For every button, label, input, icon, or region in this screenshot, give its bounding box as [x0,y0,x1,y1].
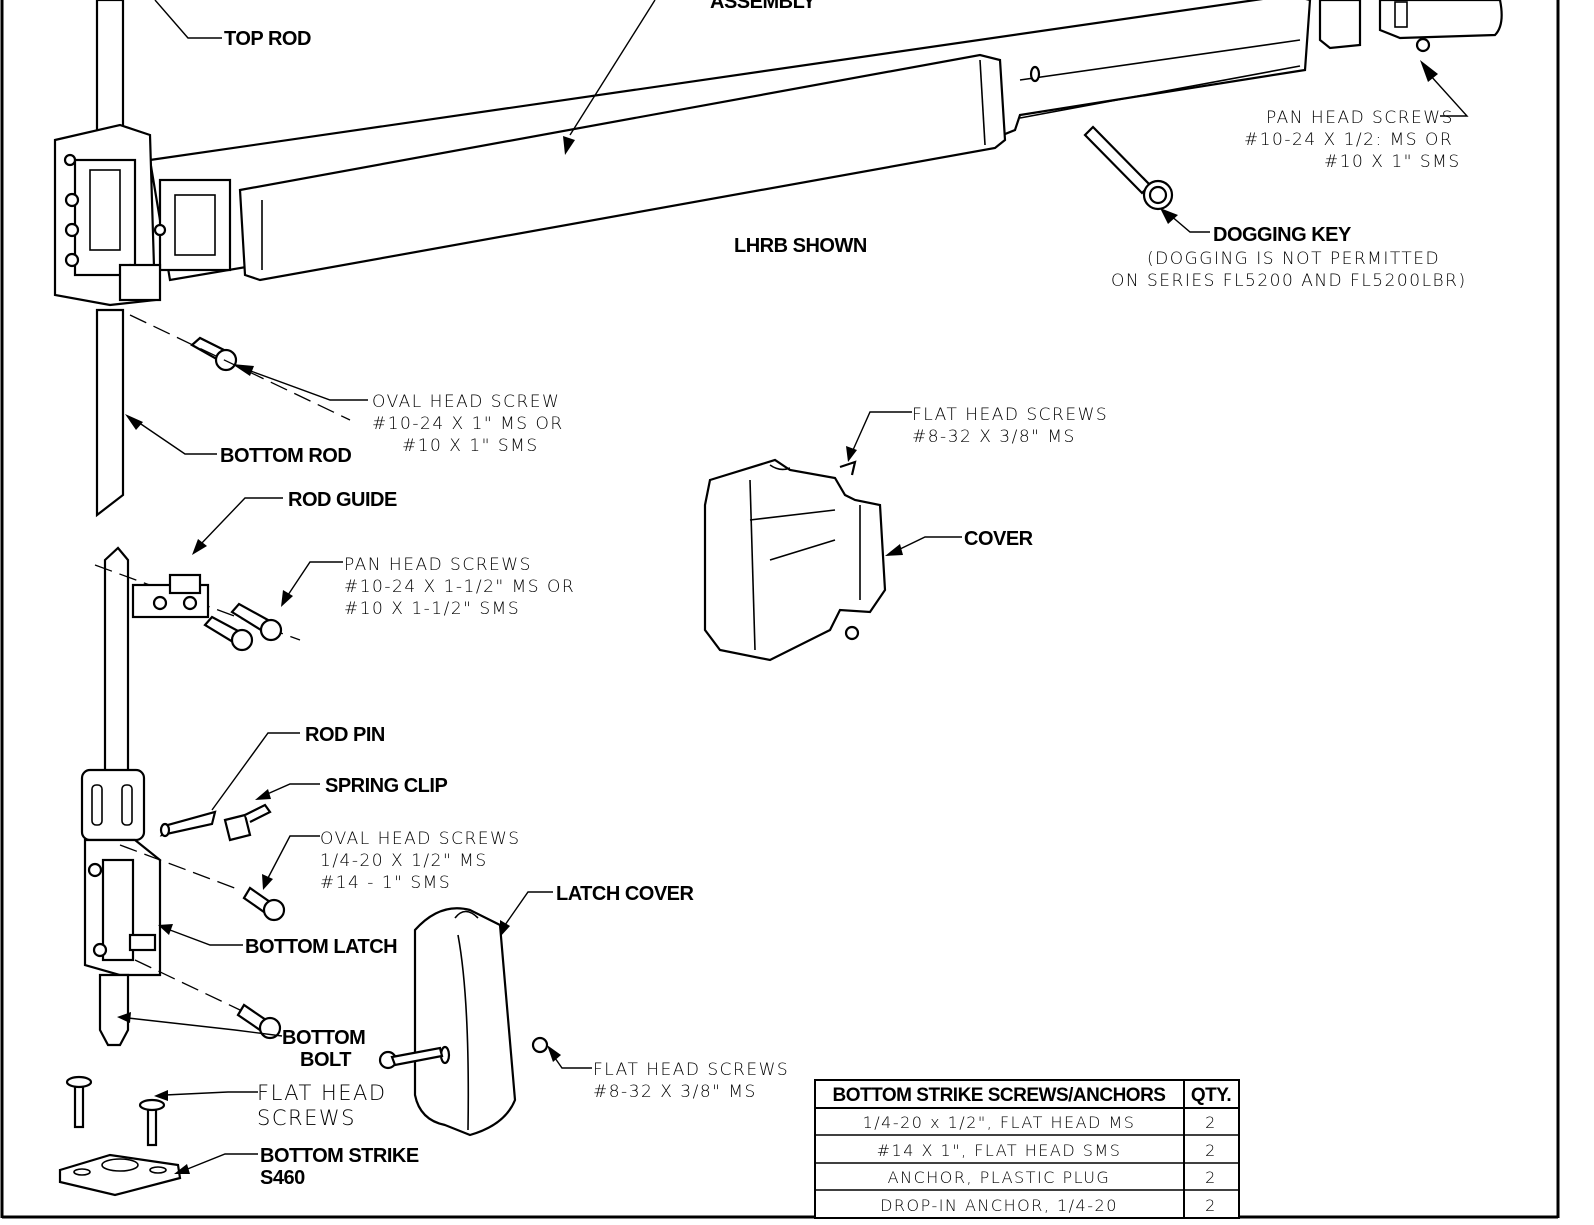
pan-head-guide-line-3: #10 X 1-1/2" SMS [344,599,520,619]
bottom-bolt-line-1: BOTTOM [282,1027,365,1049]
rod-pin-part [159,810,217,838]
oval-head-screw-line-2: #10-24 X 1" MS OR [372,414,564,434]
exit-device-bar [148,0,1503,282]
leader-lines [117,0,1469,1174]
top-latch-assembly [53,123,167,307]
label-latch-cover: LATCH COVER [556,883,695,905]
oval-head-screws-line-1: OVAL HEAD SCREWS [320,829,521,849]
label-bottom-rod: BOTTOM ROD [220,445,351,467]
bottom-strike-line-2: S460 [260,1167,305,1189]
label-oval-head-screws: OVAL HEAD SCREWS 1/4-20 X 1/2" MS #14 - … [320,829,521,893]
table-cell-qty: 2 [1205,1141,1217,1160]
label-cover: COVER [964,528,1034,550]
bottom-strike-line-1: BOTTOM STRIKE [260,1145,419,1167]
label-assembly: ASSEMBLY [710,0,816,13]
label-dogging-key: DOGGING KEY [1213,224,1352,246]
pan-head-top-line-3: #10 X 1" SMS [1324,152,1461,172]
table-cell-qty: 2 [1205,1113,1217,1132]
table-cell-desc: #14 X 1", FLAT HEAD SMS [877,1141,1122,1160]
bottom-rod [95,308,125,518]
flat-head-cover-line-2: #8-32 X 3/8" MS [912,427,1076,447]
pan-head-top-line-1: PAN HEAD SCREWS [1266,108,1454,128]
label-dogging-note-2: ON SERIES FL5200 AND FL5200LBR) [1111,271,1467,291]
label-pan-head-guide: PAN HEAD SCREWS #10-24 X 1-1/2" MS OR #1… [344,555,575,619]
label-lhrb-shown: LHRB SHOWN [734,235,867,257]
table-cell-desc: ANCHOR, PLASTIC PLUG [888,1168,1111,1187]
bottom-bolt-line-2: BOLT [300,1049,351,1071]
table-cell-desc: 1/4-20 x 1/2", FLAT HEAD MS [863,1113,1136,1132]
oval-head-screws-line-2: 1/4-20 X 1/2" MS [320,851,488,871]
pan-head-guide-line-2: #10-24 X 1-1/2" MS OR [344,577,575,597]
label-top-rod: TOP ROD [224,28,311,50]
oval-head-screws-bottom-parts [236,886,286,1040]
label-flat-head-cover: FLAT HEAD SCREWS #8-32 X 3/8" MS [912,405,1108,447]
flat-head-screws-strike-parts [65,1075,166,1147]
spring-clip-part [223,803,272,842]
table-cell-qty: 2 [1205,1196,1217,1215]
table-header-description: BOTTOM STRIKE SCREWS/ANCHORS [833,1085,1166,1106]
label-bottom-latch: BOTTOM LATCH [245,936,397,958]
label-bottom-bolt: BOTTOM BOLT [282,1027,366,1071]
label-spring-clip: SPRING CLIP [325,775,447,797]
label-flat-head-latch: FLAT HEAD SCREWS #8-32 X 3/8" MS [593,1060,789,1102]
flat-head-cover-line-1: FLAT HEAD SCREWS [912,405,1108,425]
flat-head-strike-line-1: FLAT HEAD [257,1081,387,1105]
oval-head-screw-line-1: OVAL HEAD SCREW [372,392,560,412]
latch-cover-part [378,907,549,1137]
cover-part [703,458,887,662]
table-header-qty: QTY. [1191,1085,1231,1106]
flat-head-latch-line-1: FLAT HEAD SCREWS [593,1060,789,1080]
rod-guide-part [131,573,210,619]
bottom-strike-part [58,1153,182,1197]
dogging-key-part [1083,125,1174,211]
pan-head-screws-guide-parts [203,602,283,652]
oval-head-screws-line-3: #14 - 1" SMS [320,873,451,893]
label-rod-guide: ROD GUIDE [288,489,397,511]
bottom-latch-assembly [80,768,241,1047]
label-flat-head-strike: FLAT HEAD SCREWS [257,1081,387,1130]
oval-head-screw-top [129,314,351,421]
flat-head-latch-line-2: #8-32 X 3/8" MS [593,1082,757,1102]
flat-head-strike-line-2: SCREWS [257,1106,356,1130]
label-dogging-note-1: (DOGGING IS NOT PERMITTED [1147,249,1440,269]
table-cell-qty: 2 [1205,1168,1217,1187]
label-bottom-strike: BOTTOM STRIKE S460 [260,1145,419,1189]
pan-head-guide-line-1: PAN HEAD SCREWS [344,555,532,575]
label-pan-head-top: PAN HEAD SCREWS #10-24 X 1/2: MS OR #10 … [1244,108,1461,172]
label-rod-pin: ROD PIN [305,724,385,746]
pan-head-top-line-2: #10-24 X 1/2: MS OR [1244,130,1453,150]
strike-screws-table: BOTTOM STRIKE SCREWS/ANCHORS QTY. 1/4-20… [814,1079,1240,1219]
table-cell-desc: DROP-IN ANCHOR, 1/4-20 [880,1196,1118,1215]
oval-head-screw-line-3: #10 X 1" SMS [402,436,539,456]
label-oval-head-screw: OVAL HEAD SCREW #10-24 X 1" MS OR #10 X … [372,392,564,456]
